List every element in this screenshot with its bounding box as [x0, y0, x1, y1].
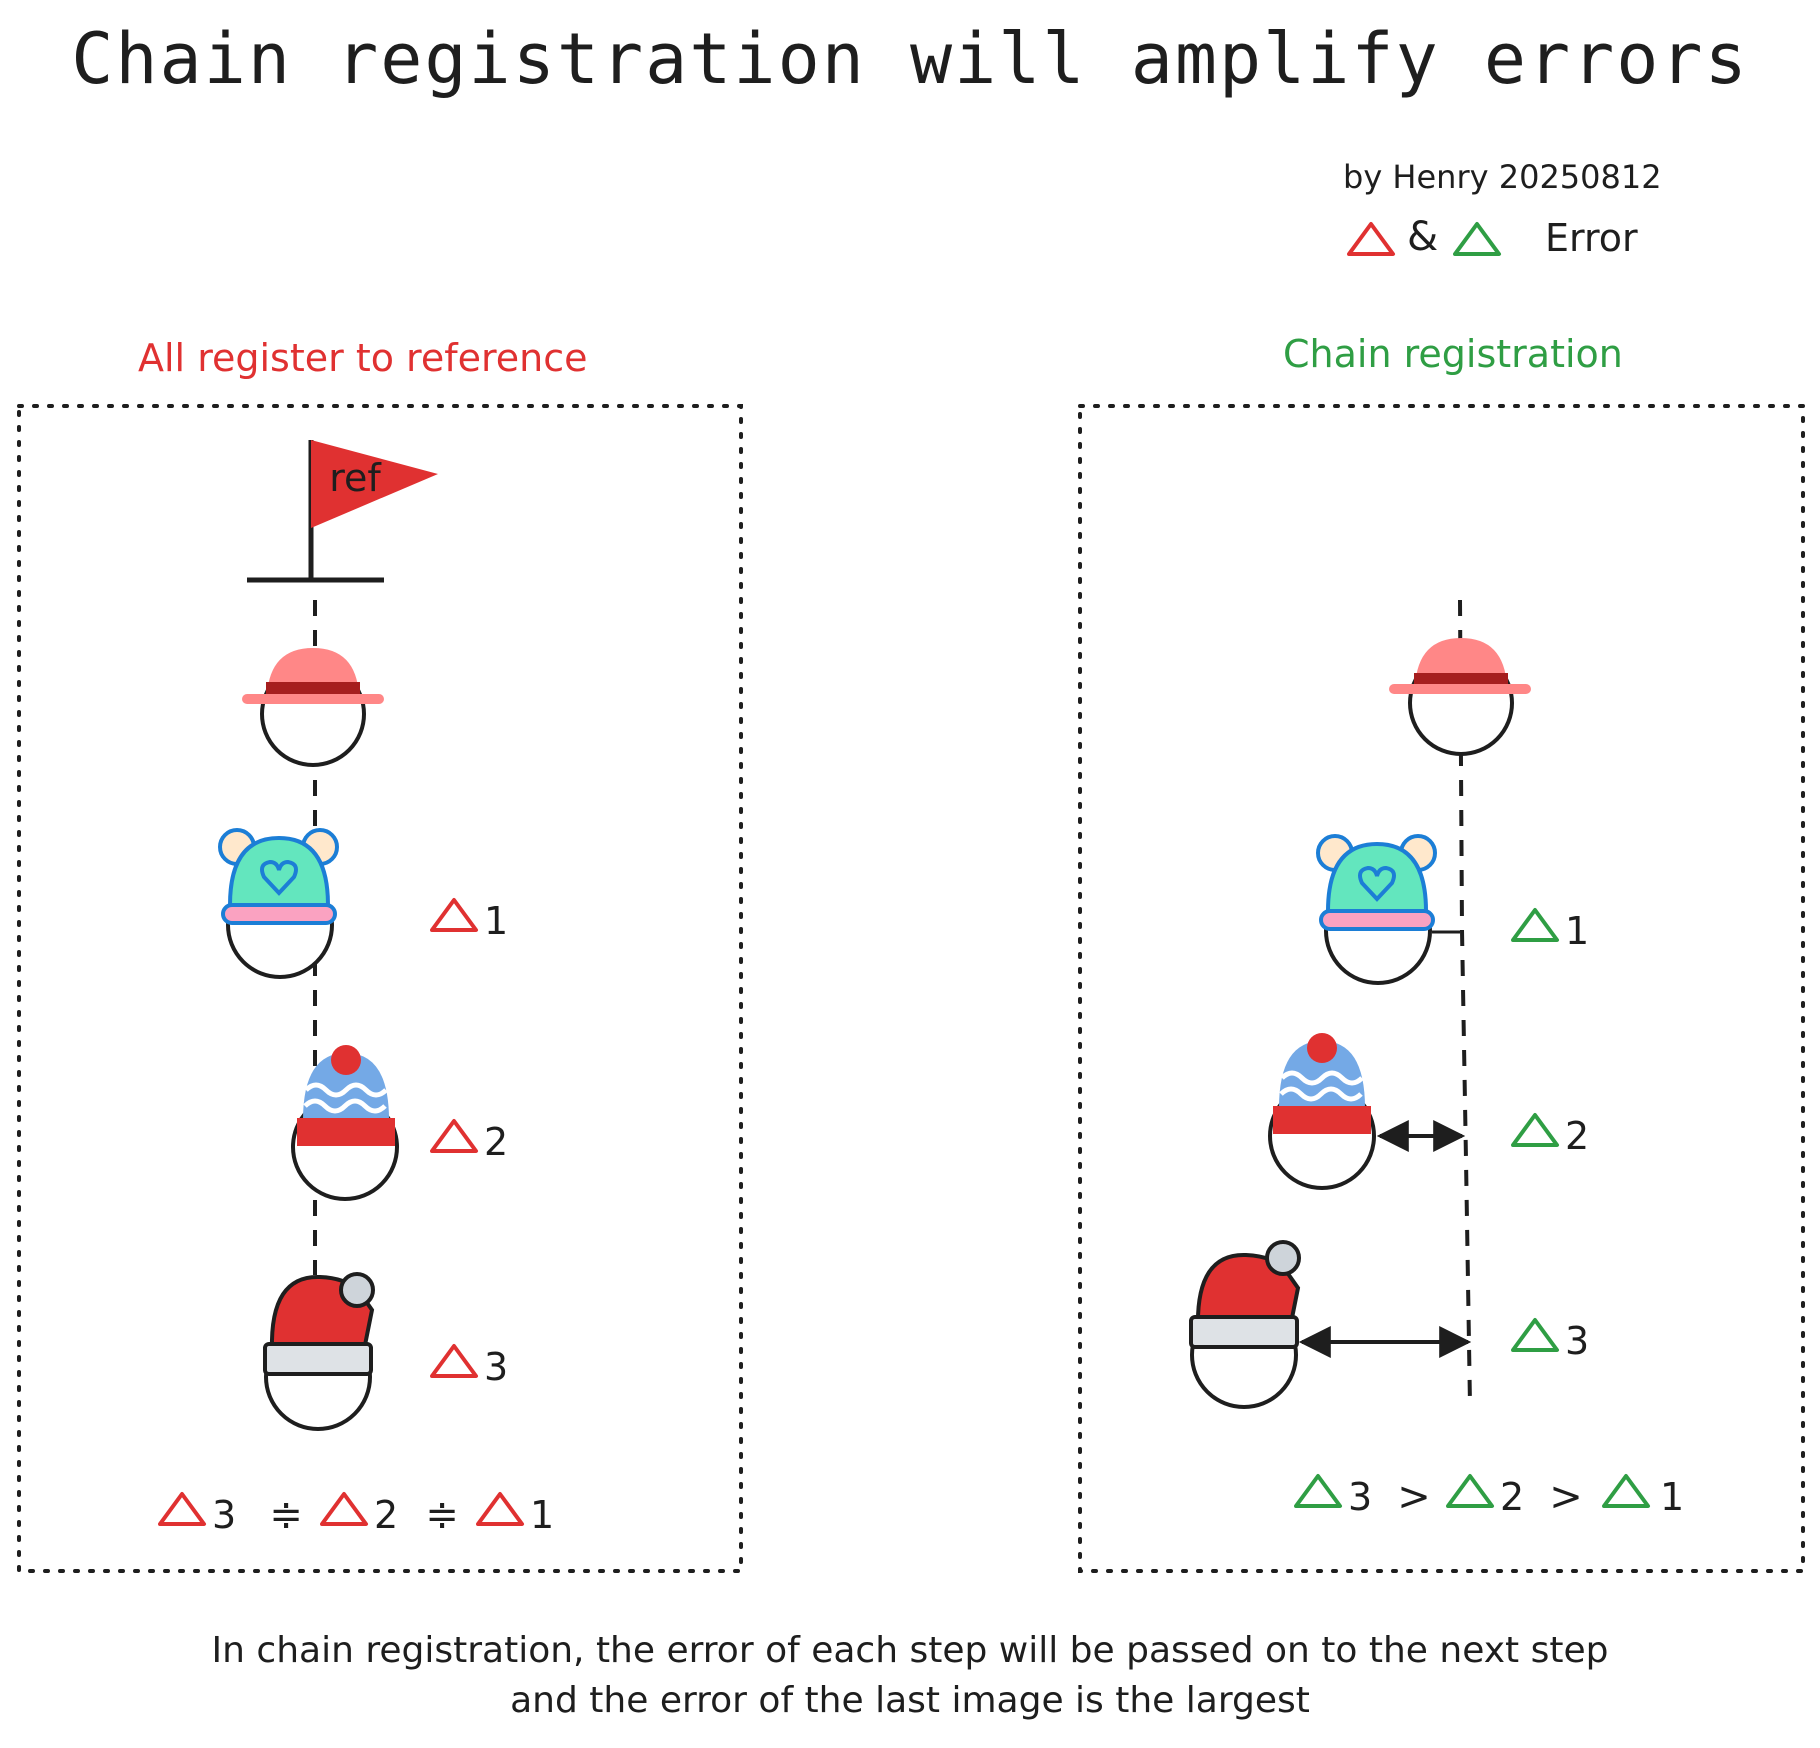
left-error-2: 2	[484, 1120, 508, 1164]
author-label: by Henry 20250812	[1343, 158, 1662, 196]
left-eq-delta-3-icon	[158, 1492, 206, 1526]
left-error-2-icon	[430, 1119, 478, 1153]
pompom-beanie-head-icon	[291, 1045, 399, 1201]
left-error-3: 3	[484, 1345, 508, 1389]
left-eq-delta-1-icon	[476, 1492, 524, 1526]
right-eq-term-1: 1	[1660, 1475, 1684, 1519]
right-eq-delta-1-icon	[1602, 1474, 1650, 1508]
page-title: Chain registration will amplify errors	[71, 18, 1749, 100]
left-eq-operator-2: ≑	[425, 1492, 459, 1538]
right-eq-term-2: 2	[1500, 1475, 1524, 1519]
left-error-1-icon	[430, 898, 478, 932]
santa-hat-head-icon	[1189, 1240, 1301, 1409]
red-delta-icon	[1347, 222, 1395, 256]
right-error-1-icon	[1511, 908, 1559, 942]
caption-line-2: and the error of the last image is the l…	[510, 1680, 1310, 1721]
left-error-1: 1	[484, 899, 508, 943]
right-chain-axis	[1458, 599, 1472, 1406]
santa-hat-head-icon	[263, 1272, 375, 1431]
right-error-3-icon	[1511, 1318, 1559, 1352]
right-eq-delta-2-icon	[1446, 1474, 1494, 1508]
left-eq-operator-1: ≑	[269, 1492, 303, 1538]
right-panel-frame	[1078, 404, 1805, 1573]
right-error-3: 3	[1565, 1319, 1589, 1363]
legend-ampersand: &	[1407, 214, 1439, 260]
left-error-3-icon	[430, 1344, 478, 1378]
right-equation: 3 > 2 > 1	[1294, 1474, 1684, 1520]
left-eq-term-2: 2	[374, 1493, 398, 1537]
right-error-1: 1	[1565, 909, 1589, 953]
right-error-2-icon	[1511, 1113, 1559, 1147]
right-eq-operator-1: >	[1397, 1474, 1431, 1520]
left-eq-term-1: 1	[530, 1493, 554, 1537]
caption-line-1: In chain registration, the error of each…	[211, 1630, 1609, 1671]
right-eq-term-3: 3	[1348, 1475, 1372, 1519]
bear-beanie-head-icon	[218, 828, 339, 979]
reference-flag: ref	[247, 440, 438, 583]
left-panel-title: All register to reference	[138, 336, 588, 380]
fedora-head-icon	[242, 648, 384, 767]
legend-error-label: Error	[1545, 216, 1638, 260]
flag-label: ref	[329, 456, 382, 500]
left-eq-delta-2-icon	[320, 1492, 368, 1526]
green-delta-icon	[1453, 222, 1501, 256]
pompom-beanie-head-icon	[1268, 1033, 1376, 1190]
right-error-2: 2	[1565, 1114, 1589, 1158]
left-equation: 3 ≑ 2 ≑ 1	[158, 1492, 554, 1538]
right-eq-operator-2: >	[1549, 1474, 1583, 1520]
right-eq-delta-3-icon	[1294, 1474, 1342, 1508]
left-panel-frame	[17, 404, 743, 1573]
fedora-head-icon	[1389, 638, 1531, 756]
legend: & Error	[1345, 212, 1765, 264]
left-eq-term-3: 3	[212, 1493, 236, 1537]
right-panel-title: Chain registration	[1283, 332, 1623, 376]
bear-beanie-head-icon	[1316, 834, 1437, 985]
legend-triangles	[1347, 222, 1501, 256]
